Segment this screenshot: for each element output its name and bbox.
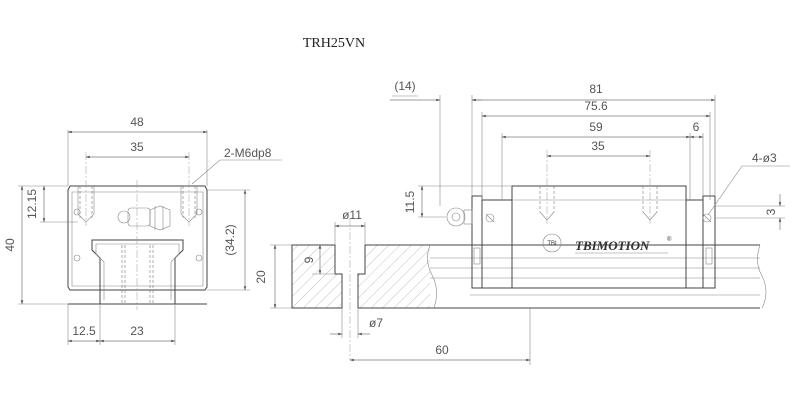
dim-overall-length: 81 — [589, 82, 603, 96]
dim-counterbore-depth: 9 — [302, 256, 316, 263]
block-outline — [67, 185, 208, 291]
brand-name: TBIMOTION — [575, 238, 650, 253]
thread-spec: 2-M6dp8 — [224, 146, 272, 160]
dim-through-hole: ø7 — [369, 316, 383, 330]
dim-top-pitch: 35 — [591, 139, 605, 153]
svg-text:®: ® — [667, 236, 672, 243]
dim-body-length: 75.6 — [584, 99, 608, 113]
dim-end-offset: 6 — [693, 120, 700, 134]
dim-rail-height-ref: (34.2) — [223, 224, 237, 255]
brand-logo: TBI TBIMOTION ® — [542, 233, 672, 254]
dim-height: 40 — [3, 238, 17, 252]
svg-text:TBI: TBI — [547, 241, 557, 247]
dim-hole-depth: 12.15 — [25, 189, 39, 219]
dim-hole-pitch: 35 — [130, 140, 144, 154]
side-hole-right — [702, 213, 712, 223]
grease-nipple-front — [117, 205, 171, 231]
dim-rail-height: 20 — [254, 270, 268, 284]
end-seal-right — [702, 195, 716, 289]
dim-rail-width: 23 — [130, 324, 144, 338]
dim-grease-nipple: (14) — [394, 79, 415, 93]
rail-section-view: ø11 9 20 ø7 60 — [254, 208, 531, 365]
dim-hole-span: 59 — [589, 120, 603, 134]
side-hole-left — [485, 213, 495, 223]
dim-edge: 12.5 — [72, 324, 96, 338]
dim-nipple-height: 11.5 — [403, 190, 417, 213]
dim-pitch: 60 — [435, 343, 449, 357]
top-hole-left — [539, 150, 555, 224]
side-holes-spec: 4-ø3 — [752, 151, 777, 165]
dim-side-hole-height: 3 — [764, 208, 778, 215]
carriage-body — [511, 185, 687, 289]
grease-nipple-side — [446, 207, 473, 227]
rail-outline — [91, 239, 184, 304]
tapped-hole-left — [77, 152, 95, 226]
side-view: TBI TBIMOTION ® (14) 81 75.6 59 6 — [390, 79, 790, 309]
end-seal-left — [471, 195, 483, 289]
tapped-hole-right — [180, 152, 198, 226]
dim-width: 48 — [130, 115, 144, 129]
dim-counterbore: ø11 — [342, 208, 362, 222]
front-view: 48 35 2-M6dp8 40 12.15 (34.2) 12.5 23 — [3, 115, 282, 345]
top-hole-right — [642, 150, 658, 224]
drawing-title: TRH25VN — [303, 36, 365, 51]
